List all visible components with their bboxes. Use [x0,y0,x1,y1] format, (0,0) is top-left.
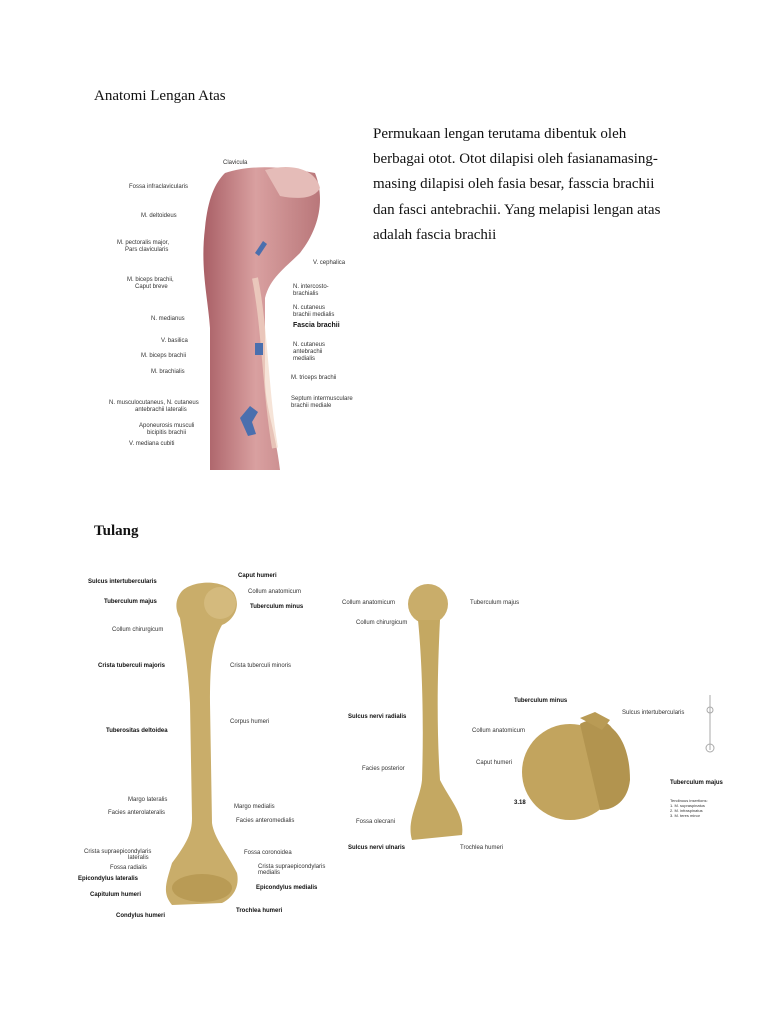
label-tuberculum-majus-head: Tuberculum majus [670,780,723,786]
label-fossa-infraclavicularis: Fossa infraclavicularis [129,184,189,190]
label-v-cephalica: V. cephalica [313,260,346,266]
arm-muscle-illustration [203,167,320,470]
label-crista-tuberculi-majoris: Crista tuberculi majoris [98,663,166,669]
section-title-tulang: Tulang [94,523,139,539]
label-m-deltoideus: M. deltoideus [141,213,177,219]
label-collum-anatomicum: Collum anatomicum [248,589,302,595]
humerus-posterior-illustration [408,584,463,840]
label-facies-anteromedialis: Facies anteromedialis [236,818,295,824]
label-brachialis: brachialis [293,291,319,297]
label-crista-supraepicondylaris-lat: Crista supraepicondylaris [84,849,152,855]
paragraph-line: adalah fascia brachii [373,226,497,243]
paragraph-line: masing dilapisi oleh fasia besar, fassci… [373,176,655,193]
label-margo-medialis: Margo medialis [234,804,275,810]
label-fossa-olecrani: Fossa olecrani [356,819,396,825]
label-lateralis: lateralis [128,855,149,861]
label-brachii-mediale: brachii mediale [291,403,332,409]
label-brachii-medialis: brachii medialis [293,312,335,318]
label-margo-lateralis: Margo lateralis [128,797,168,803]
label-tuberculum-minus: Tuberculum minus [250,604,304,610]
label-capitulum-humeri: Capitulum humeri [90,892,142,898]
label-collum-chirurgicum-post: Collum chirurgicum [356,620,408,626]
label-sulcus-nervi-ulnaris: Sulcus nervi ulnaris [348,845,406,851]
label-tuberositas-deltoidea: Tuberositas deltoidea [106,728,168,734]
label-caput-humeri-head: Caput humeri [476,760,513,766]
label-caput-humeri: Caput humeri [238,573,277,579]
humerus-head-figure: Tuberculum minus Sulcus intertuberculari… [470,690,740,840]
legend-title: Tendinous insertions: [670,798,708,803]
label-sulcus-intertubercularis: Sulcus intertubercularis [88,579,157,585]
label-tuberculum-minus-head: Tuberculum minus [514,698,568,704]
label-fascia-brachii: Fascia brachii [293,322,340,329]
paragraph-line: Permukaan lengan terutama dibentuk oleh [373,126,627,142]
label-pars-clavicularis: Pars clavicularis [125,247,169,253]
label-m-biceps-caput-breve: M. biceps brachii, [127,277,174,283]
figure-number: 3.18 [514,800,526,806]
label-n-medianus: N. medianus [151,316,185,322]
label-caput-breve: Caput breve [135,284,168,290]
legend-item: 2. M. infraspinatus [670,808,703,813]
intro-paragraph: Permukaan lengan terutama dibentuk oleh … [373,122,673,248]
label-epicondylus-medialis: Epicondylus medialis [256,885,318,891]
label-aponeurosis: Aponeurosis musculi [139,423,195,429]
label-clavicula: Clavicula [223,160,248,166]
label-antebrachii: antebrachii [293,349,323,355]
label-trochlea-humeri-post: Trochlea humeri [460,845,504,851]
label-sulcus-nervi-radialis: Sulcus nervi radialis [348,714,407,720]
label-sulcus-intertubercularis-head: Sulcus intertubercularis [622,710,685,716]
label-crista-tuberculi-minoris: Crista tuberculi minoris [230,663,292,669]
label-m-biceps-brachii: M. biceps brachii [141,353,187,359]
label-n-intercostobrachialis: N. intercosto- [293,284,329,290]
label-condylus-humeri: Condylus humeri [116,913,166,919]
label-crista-supraepicondylaris-med: Crista supraepicondylaris [258,864,326,870]
label-v-basilica: V. basilica [161,338,188,344]
label-collum-anatomicum-post: Collum anatomicum [342,600,396,606]
label-trochlea-humeri: Trochlea humeri [236,908,283,914]
document-title: Anatomi Lengan Atas [94,88,226,104]
humerus-anterior-figure: Sulcus intertubercularis Tuberculum maju… [62,563,326,925]
upper-arm-muscle-figure: Clavicula Fossa infraclavicularis M. del… [109,128,365,470]
label-n-cutaneus-brachii: N. cutaneus [293,305,326,311]
label-m-pectoralis-major: M. pectoralis major, [117,240,170,246]
label-tuberculum-majus: Tuberculum majus [104,599,157,605]
paragraph-line: berbagai otot. Otot dilapisi oleh fasian… [373,151,658,168]
humerus-posterior-figure: Collum anatomicum Tuberculum majus Collu… [340,580,520,860]
label-n-musculocutaneus: N. musculocutaneus, N. cutaneus [109,400,199,406]
label-medialis: medialis [258,870,281,876]
label-facies-posterior: Facies posterior [362,766,405,772]
humerus-anterior-illustration [165,582,238,905]
label-tuberculum-majus-post: Tuberculum majus [470,600,520,606]
label-v-mediana-cubiti: V. mediana cubiti [129,441,175,447]
label-antebrachii-lateralis: antebrachii lateralis [135,407,187,413]
label-epicondylus-lateralis: Epicondylus lateralis [78,876,139,882]
humerus-head-illustration [522,695,715,820]
label-septum-intermusculare: Septum intermusculare [291,396,353,402]
label-fossa-coronoidea: Fossa coronoidea [244,850,292,856]
label-n-cutaneus-antebrachii: N. cutaneus [293,342,326,348]
label-fossa-radialis: Fossa radialis [110,865,148,871]
label-m-brachialis: M. brachialis [151,369,185,375]
label-bicipitis-brachii: bicipitis brachii [147,430,187,436]
label-m-triceps-brachii: M. triceps brachii [291,375,337,381]
label-corpus-humeri: Corpus humeri [230,719,270,725]
label-facies-anterolateralis: Facies anterolateralis [108,810,166,816]
label-collum-chirurgicum: Collum chirurgicum [112,627,164,633]
paragraph-line: dan fasci antebrachii. Yang melapisi len… [373,201,661,218]
legend-item: 1. M. supraspinatus [670,803,705,808]
legend-item: 3. M. teres minor [670,813,701,818]
label-collum-anatomicum-head: Collum anatomicum [472,728,526,734]
label-medialis: medialis [293,356,316,362]
